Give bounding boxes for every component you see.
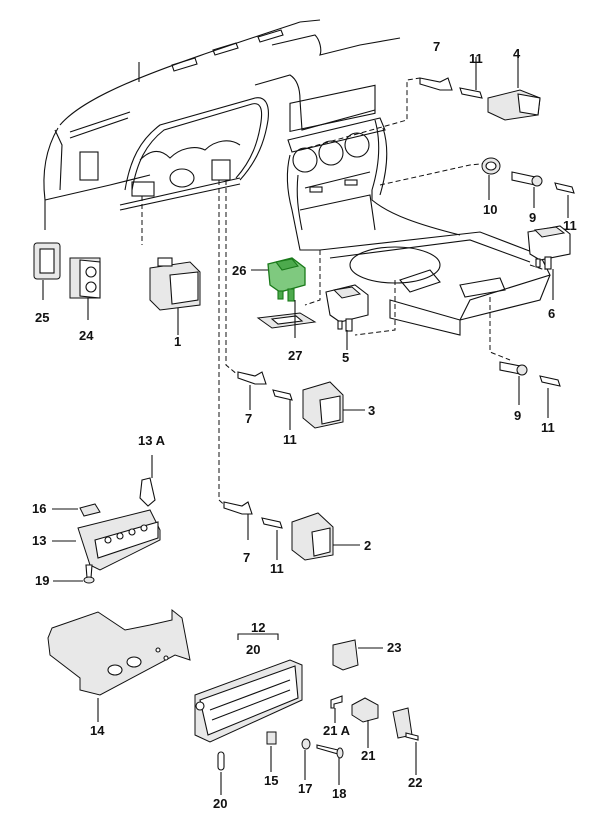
part-19-screw[interactable] [83,564,95,584]
part-11-bulb-2[interactable] [554,182,575,194]
callout-7-middle[interactable]: 7 [245,411,252,426]
callout-11-lower-right[interactable]: 11 [541,420,555,435]
callout-21a[interactable]: 21 A [323,723,351,738]
part-9-bulb-socket-upper[interactable] [511,171,543,187]
callout-19[interactable]: 19 [35,573,49,588]
callout-17[interactable]: 17 [298,781,312,796]
part-27-switch-bezel[interactable] [256,312,317,329]
callout-18[interactable]: 18 [332,786,346,801]
callout-14[interactable]: 14 [90,723,105,738]
callout-7-bottom[interactable]: 7 [243,550,250,565]
part-20-fuse[interactable] [217,751,225,771]
part-16-clip[interactable] [79,503,101,517]
callout-22[interactable]: 22 [408,775,422,790]
callout-5[interactable]: 5 [342,350,349,365]
part-5-rocker-switch[interactable] [325,284,369,332]
callout-21[interactable]: 21 [361,748,375,763]
callout-24[interactable]: 24 [79,328,94,343]
part-21a-clip[interactable] [330,695,343,709]
part-7-bulb-holder-middle[interactable] [237,371,267,385]
part-9-bulb-socket-lower[interactable] [499,361,528,376]
callout-11-top[interactable]: 11 [469,51,483,66]
callout-lines [42,56,569,795]
part-3-switch[interactable] [302,381,344,429]
part-26-rocker-switch-highlighted[interactable] [267,257,306,302]
callout-11-middle[interactable]: 11 [283,432,297,447]
part-18-screw[interactable] [316,744,344,759]
callout-13a[interactable]: 13 A [138,433,166,448]
callout-15[interactable]: 15 [264,773,278,788]
callout-10[interactable]: 10 [483,202,497,217]
part-10-ring[interactable] [481,157,501,175]
callout-3[interactable]: 3 [368,403,375,418]
callout-16[interactable]: 16 [32,501,46,516]
callout-25[interactable]: 25 [35,310,49,325]
callout-12-sub-20[interactable]: 20 [246,642,260,657]
callout-11-bottom[interactable]: 11 [270,561,284,576]
callout-27[interactable]: 27 [288,348,302,363]
callout-9-upper[interactable]: 9 [529,210,536,225]
part-13a-clip[interactable] [139,477,156,507]
callout-9-lower[interactable]: 9 [514,408,521,423]
callout-4[interactable]: 4 [513,46,521,61]
callout-12[interactable]: 12 [251,620,265,635]
part-7-bulb-holder-bottom[interactable] [223,501,253,515]
part-14-mounting-bracket[interactable] [47,608,191,696]
part-17-nut[interactable] [301,738,311,750]
part-6-rocker-switch[interactable] [527,225,571,270]
callout-labels: 7 11 4 10 9 11 25 24 1 26 27 5 6 9 11 7 … [32,39,577,811]
callout-11-upper-right[interactable]: 11 [563,218,577,233]
part-2-switch[interactable] [291,512,334,561]
part-15-clip[interactable] [266,731,277,745]
part-12-fuse-relay-block[interactable] [194,659,303,743]
callout-13[interactable]: 13 [32,533,46,548]
part-24-double-switch[interactable] [69,257,101,299]
callout-2[interactable]: 2 [364,538,371,553]
part-22-resistor[interactable] [392,707,419,741]
part-13-fuse-box[interactable] [77,509,161,571]
callout-23[interactable]: 23 [387,640,401,655]
part-23-relay[interactable] [332,639,359,671]
part-1-light-switch[interactable] [149,257,201,311]
part-7-bulb-holder-top[interactable] [419,77,453,91]
part-11-bulb-3[interactable] [539,375,561,387]
callout-20[interactable]: 20 [213,796,227,811]
callout-26[interactable]: 26 [232,263,246,278]
part-4-switch-module[interactable] [487,89,541,121]
part-25-switch-frame[interactable] [33,242,61,280]
callout-7-top[interactable]: 7 [433,39,440,54]
callout-1[interactable]: 1 [174,334,181,349]
part-11-bulb-5[interactable] [261,517,283,529]
part-11-bulb-1[interactable] [459,87,483,99]
part-21-relay[interactable] [351,697,379,723]
part-11-bulb-4[interactable] [272,389,293,401]
callout-6[interactable]: 6 [548,306,555,321]
